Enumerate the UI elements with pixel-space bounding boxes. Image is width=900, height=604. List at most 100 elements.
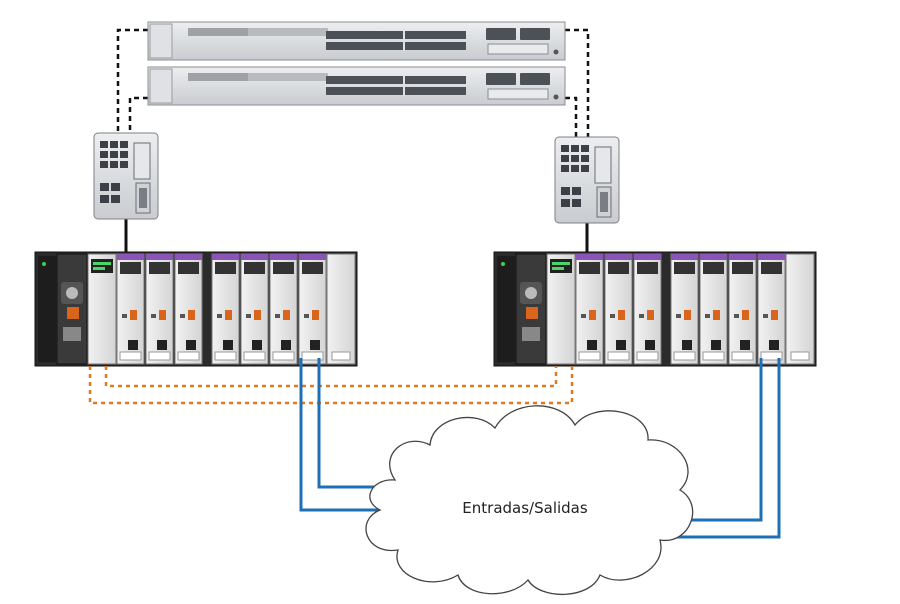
module-terminal (254, 310, 261, 320)
controller-module (515, 253, 547, 365)
module-connector (587, 340, 597, 350)
module-connector (157, 340, 167, 350)
module-connector (740, 340, 750, 350)
module-connector (223, 340, 233, 350)
module-terminal (312, 310, 319, 320)
module-connector (711, 340, 721, 350)
module-status (244, 262, 265, 274)
io-link-left-outer (299, 358, 383, 512)
module-label (214, 351, 237, 361)
module-terminal (283, 310, 290, 320)
module-header (175, 254, 202, 260)
module-terminal (188, 310, 195, 320)
module-terminal (713, 310, 720, 320)
module-header (700, 254, 727, 260)
module-connector (186, 340, 196, 350)
module-header (729, 254, 756, 260)
module-label (177, 351, 200, 361)
module-header (117, 254, 144, 260)
eth-link-right-upper (565, 28, 590, 138)
io-module (633, 253, 662, 365)
module-connector (310, 340, 320, 350)
io-module (757, 253, 786, 365)
module-header (270, 254, 297, 260)
io-module (298, 253, 327, 365)
cloud-shape (365, 405, 694, 596)
module-label (607, 351, 630, 361)
module-label (578, 351, 601, 361)
power-supply (497, 256, 515, 362)
power-supply (38, 256, 56, 362)
module-connector (682, 340, 692, 350)
module-status (703, 262, 724, 274)
module-label (731, 351, 754, 361)
module-header (634, 254, 661, 260)
io-module (670, 253, 699, 365)
module-label (301, 351, 324, 361)
io-module (145, 253, 174, 365)
module-connector (769, 340, 779, 350)
module-status (273, 262, 294, 274)
module-status (215, 262, 236, 274)
module-header (671, 254, 698, 260)
module-label (760, 351, 783, 361)
ethernet-links (116, 28, 590, 138)
io-module (699, 253, 728, 365)
module-label (148, 351, 171, 361)
io-module (269, 253, 298, 365)
access-switch-right (554, 136, 620, 224)
module-header (605, 254, 632, 260)
io-link-right-inner (674, 358, 763, 522)
core-switch-1 (147, 21, 566, 61)
module-connector (281, 340, 291, 350)
module-status (637, 262, 658, 274)
redundancy-link-inner (104, 366, 558, 388)
io-cloud: Entradas/Salidas (365, 405, 694, 596)
module-terminal (742, 310, 749, 320)
lcd-display (550, 259, 572, 273)
controller-rack-left (34, 251, 358, 367)
end-cap (785, 253, 815, 365)
module-terminal (647, 310, 654, 320)
module-status (178, 262, 199, 274)
io-link-right-outer (663, 358, 781, 539)
module-terminal (130, 310, 137, 320)
eth-link-left-upper (116, 28, 148, 133)
power-led (501, 262, 505, 266)
module-terminal (225, 310, 232, 320)
redundancy-link-outer (88, 366, 574, 405)
eth-link-left-lower (128, 96, 148, 133)
module-terminal (159, 310, 166, 320)
module-status (732, 262, 753, 274)
display-module (87, 253, 117, 365)
module-header (241, 254, 268, 260)
io-module (174, 253, 203, 365)
io-links (299, 358, 781, 539)
module-connector (128, 340, 138, 350)
module-terminal (684, 310, 691, 320)
module-header (758, 254, 785, 260)
module-status (302, 262, 323, 274)
io-module (211, 253, 240, 365)
module-header (299, 254, 326, 260)
core-switch-2 (147, 66, 566, 106)
module-status (120, 262, 141, 274)
module-status (761, 262, 782, 274)
io-module (728, 253, 757, 365)
lcd-display (91, 259, 113, 273)
io-module (575, 253, 604, 365)
io-link-left-inner (317, 358, 388, 489)
module-terminal (589, 310, 596, 320)
module-status (579, 262, 600, 274)
module-label (243, 351, 266, 361)
module-terminal (771, 310, 778, 320)
module-label (702, 351, 725, 361)
switch-to-rack-links (124, 218, 589, 256)
redundancy-links (88, 366, 574, 405)
controller-module (56, 253, 88, 365)
io-module (604, 253, 633, 365)
module-terminal (618, 310, 625, 320)
module-connector (252, 340, 262, 350)
module-status (674, 262, 695, 274)
